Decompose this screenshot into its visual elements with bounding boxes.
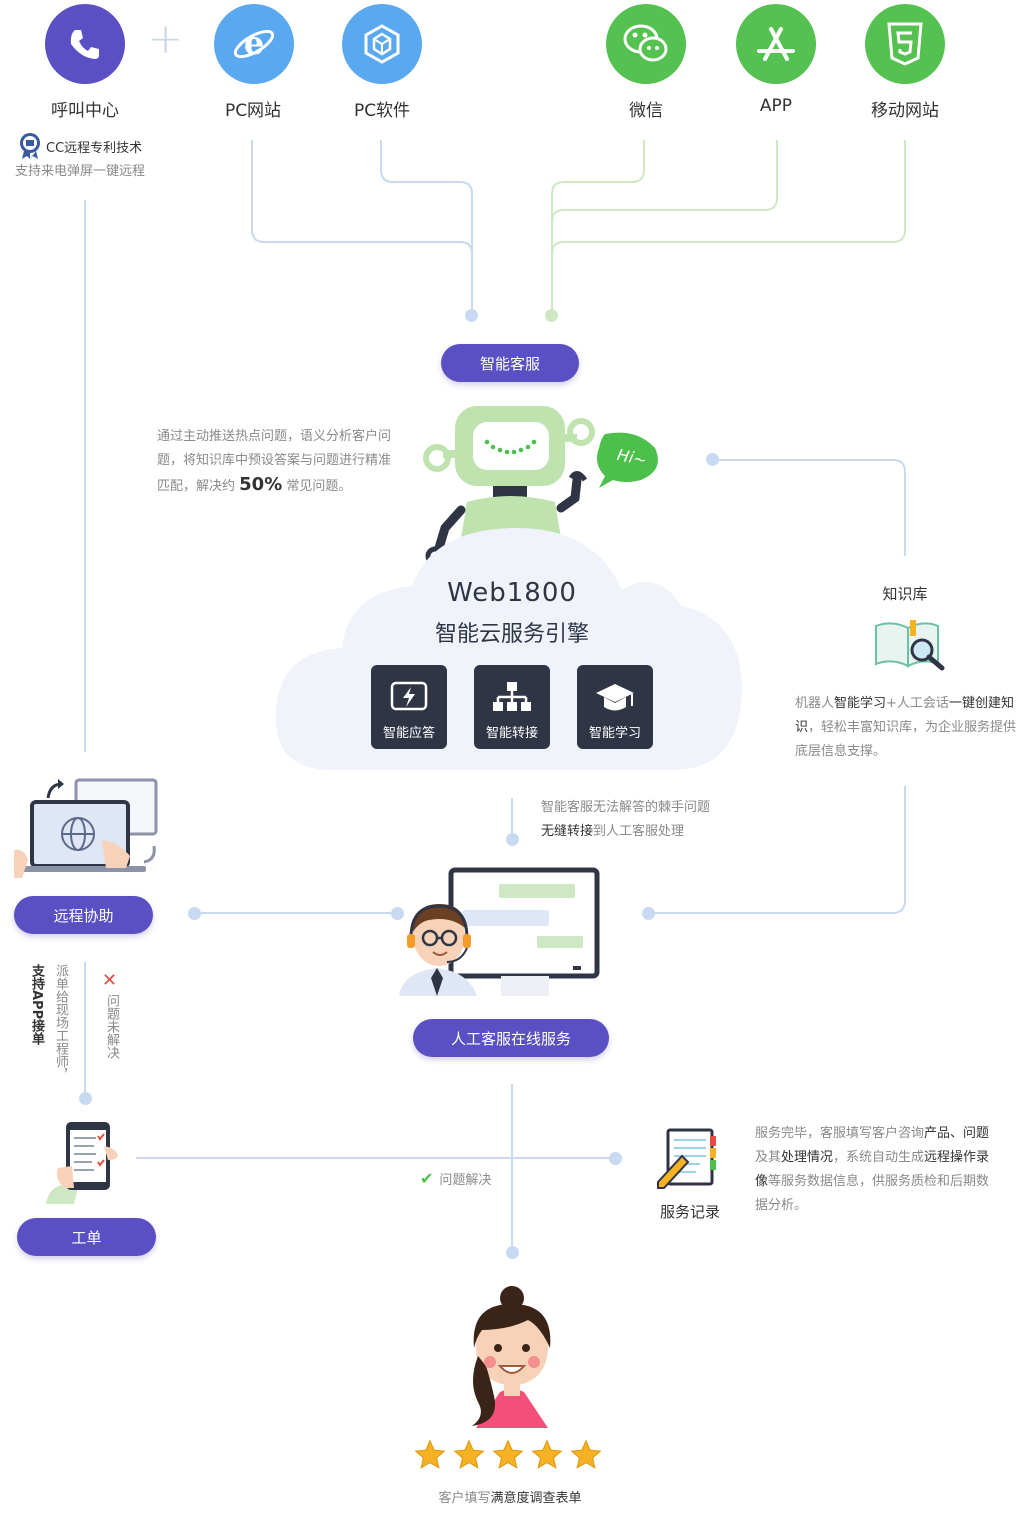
lightning-icon (390, 681, 428, 711)
star-icon (531, 1439, 563, 1469)
human-service-button[interactable]: 人工客服在线服务 (413, 1019, 609, 1057)
feature-smart-transfer[interactable]: 智能转接 (474, 665, 550, 749)
feature-label: 智能应答 (382, 726, 435, 741)
robot-illustration (423, 406, 658, 566)
wechat-icon (623, 24, 668, 62)
org-chart-icon (493, 682, 531, 711)
feature-label: 智能学习 (588, 726, 641, 741)
app-channel (736, 4, 816, 84)
call-center-channel (45, 4, 125, 84)
agent-illustration (399, 867, 600, 996)
connector-dot (642, 907, 655, 920)
wechat-channel (606, 4, 686, 84)
pc-software-label: PC软件 (353, 101, 411, 121)
connector-dot (465, 309, 478, 322)
knowledge-base-desc: 机器人智能学习+人工会话一键创建知识，轻松丰富知识库，为企业服务提供底层信息支撑… (795, 696, 1017, 759)
app-label: APP (759, 96, 793, 116)
feature-label: 智能转接 (485, 726, 538, 741)
smart-service-button[interactable]: 智能客服 (441, 344, 579, 382)
connector-dot (391, 907, 404, 920)
patent-text: CC远程专利技术 (46, 140, 143, 156)
mobile-web-label: 移动网站 (871, 101, 939, 121)
phone-order-illustration (46, 1122, 118, 1204)
remote-assist-button[interactable]: 远程协助 (14, 896, 153, 934)
dispatch-engineer-text: 派单给现场工程师， (53, 964, 68, 1081)
app-store-icon (757, 27, 795, 61)
star-icon (492, 1439, 524, 1469)
unsolved-text: 问题未解决 (104, 994, 119, 1059)
phone-icon (70, 30, 99, 59)
remote-assist-illustration (14, 778, 158, 878)
transfer-note: 智能客服无法解答的棘手问题 无缝转接到人工客服处理 (541, 800, 711, 839)
connector-dot (609, 1152, 622, 1165)
notebook-icon (657, 1128, 716, 1189)
connector-dot (79, 1092, 92, 1105)
push-note: 通过主动推送热点问题，语义分析客户问题，将知识库中预设答案与问题进行精准匹配，解… (157, 425, 402, 499)
survey-note: 客户填写满意度调查表单 (438, 1491, 582, 1506)
connector-dot (706, 453, 719, 466)
feature-smart-answer[interactable]: 智能应答 (371, 665, 447, 749)
customer-illustration (472, 1286, 551, 1428)
connector-dot (506, 1246, 519, 1259)
dispatch-app-text: 支持APP接单 (29, 964, 44, 1046)
star-icon (570, 1439, 602, 1469)
rating-stars (413, 1438, 603, 1472)
push-note-percent: 50% (239, 474, 283, 495)
connector-dot (188, 907, 201, 920)
call-center-label: 呼叫中心 (51, 101, 119, 121)
wechat-label: 微信 (629, 101, 663, 121)
engine-subtitle: 智能云服务引擎 (434, 622, 589, 647)
mobile-web-channel (865, 4, 945, 84)
engine-name: Web1800 (447, 578, 577, 608)
patent-note: CC远程专利技术 (18, 132, 142, 160)
star-icon (453, 1439, 485, 1469)
service-record-desc: 服务完毕，客服填写客户咨询产品、问题及其处理情况，系统自动生成远程操作录像等服务… (755, 1126, 990, 1213)
pc-web-label: PC网站 (224, 101, 282, 121)
cross-icon: ✕ (102, 970, 118, 991)
pc-web-channel: e (214, 4, 294, 84)
plus-sign: + (148, 14, 184, 63)
push-note-tail: 常见问题。 (282, 479, 352, 494)
html5-icon (887, 22, 923, 66)
check-icon: ✔ (420, 1169, 434, 1188)
book-magnifier-icon (875, 620, 945, 671)
push-note-text: 通过主动推送热点问题，语义分析客户问题，将知识库中预设答案与问题进行精准匹配，解… (157, 429, 392, 494)
pc-software-channel (342, 4, 422, 84)
ie-browser-icon: e (233, 24, 275, 62)
star-icon (414, 1439, 446, 1469)
remote-support-note: 支持来电弹屏一键远程 (15, 164, 146, 179)
svg-text:e: e (244, 24, 264, 62)
solved-note: ✔ 问题解决 (420, 1169, 492, 1188)
badge-icon (20, 133, 40, 159)
service-record-title: 服务记录 (659, 1203, 720, 1221)
cube-icon (364, 24, 400, 64)
graduation-cap-icon (596, 684, 634, 711)
work-order-button[interactable]: 工单 (17, 1218, 156, 1256)
feature-smart-learning[interactable]: 智能学习 (577, 665, 653, 749)
connector-dot (545, 309, 558, 322)
connector-dot (506, 833, 519, 846)
knowledge-base-title: 知识库 (882, 585, 928, 603)
